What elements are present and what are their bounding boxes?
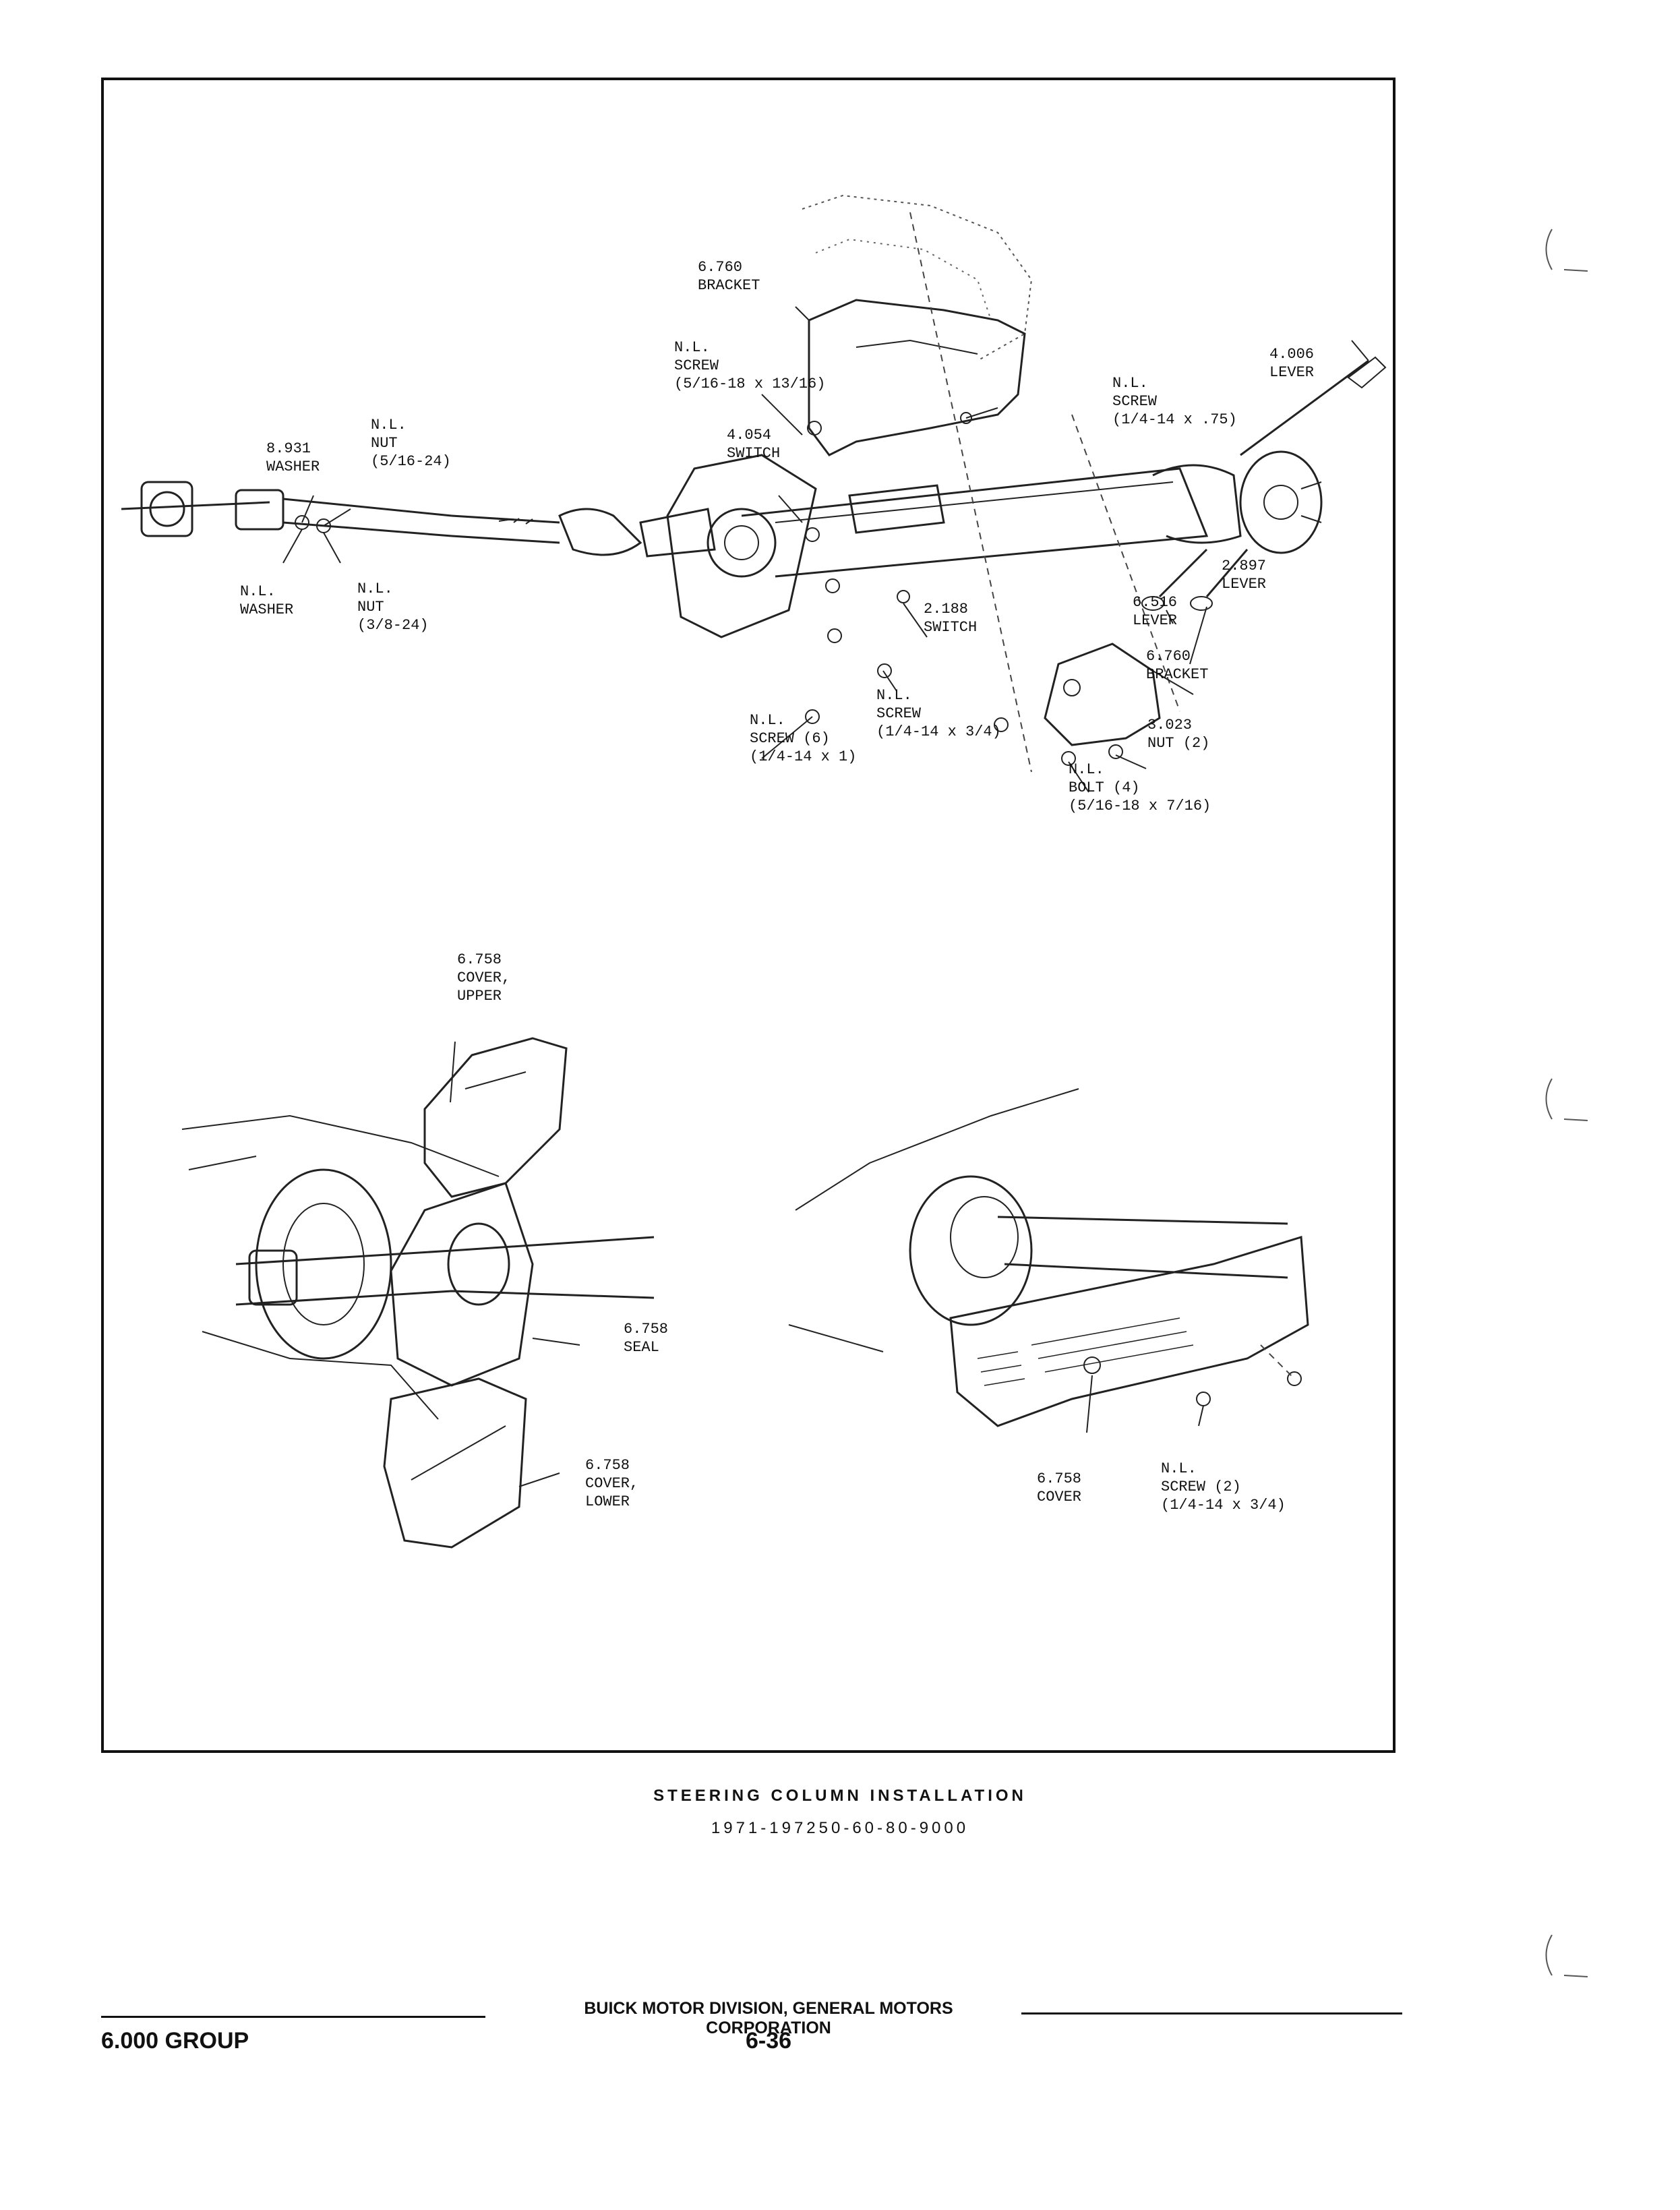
callout-washer-nl: N.L. WASHER	[240, 583, 294, 618]
callout-cover-upper-6758: 6.758 COVER, UPPER	[457, 951, 511, 1005]
binder-hole-mark	[1545, 1934, 1588, 1977]
callout-nut-nl-38-24: N.L. NUT (3/8-24)	[357, 580, 429, 634]
footer-division: BUICK MOTOR DIVISION, GENERAL MOTORS COR…	[584, 1999, 953, 2037]
callout-switch-4054: 4.054 SWITCH	[727, 427, 781, 462]
footer-rule-right	[1021, 2012, 1402, 2014]
callout-screw-nl-14-34: N.L. SCREW (1/4-14 x 3/4)	[876, 687, 1001, 740]
binder-hole-mark	[1545, 229, 1588, 272]
callout-screw-nl-2: N.L. SCREW (2) (1/4-14 x 3/4)	[1161, 1460, 1286, 1514]
callout-cover-lower-6758: 6.758 COVER, LOWER	[585, 1457, 639, 1510]
footer-page-number: 6-36	[745, 2028, 792, 2054]
callout-switch-2188: 2.188 SWITCH	[924, 601, 978, 636]
footer-rule-left	[101, 2016, 485, 2018]
callout-bracket-6760-top: 6.760 BRACKET	[698, 259, 760, 294]
callout-nut-nl-516-24: N.L. NUT (5/16-24)	[371, 417, 451, 470]
top-exploded-view	[121, 194, 1387, 793]
bottom-right-view	[788, 1088, 1309, 1433]
figure-caption-models: 1971-197250-60-80-9000	[711, 1819, 969, 1837]
callout-screw-nl-6: N.L. SCREW (6) (1/4-14 x 1)	[750, 712, 857, 765]
callout-bolt-nl: N.L. BOLT (4) (5/16-18 x 7/16)	[1069, 761, 1211, 814]
steering-column-illustration	[121, 194, 1387, 1549]
callout-nut-3023: 3.023 NUT (2)	[1147, 717, 1210, 752]
callout-bracket-6760-lower: 6.760 BRACKET	[1146, 648, 1209, 683]
illustration-frame	[101, 78, 1396, 1753]
callout-washer-8931: 8.931 WASHER	[266, 440, 320, 475]
callout-screw-nl-14-75: N.L. SCREW (1/4-14 x .75)	[1112, 375, 1237, 428]
callout-seal-6758: 6.758 SEAL	[624, 1321, 669, 1356]
figure-caption-title: STEERING COLUMN INSTALLATION	[653, 1787, 1027, 1805]
callout-screw-nl-516: N.L. SCREW (5/16-18 x 13/16)	[674, 339, 826, 392]
callout-lever-4006: 4.006 LEVER	[1269, 346, 1315, 381]
callout-lever-6516: 6.516 LEVER	[1133, 594, 1178, 629]
callout-lever-2897: 2.897 LEVER	[1222, 558, 1267, 593]
footer-group: 6.000 GROUP	[101, 2028, 249, 2054]
bottom-left-view	[181, 1037, 655, 1549]
binder-hole-mark	[1545, 1078, 1588, 1121]
callout-cover-6758: 6.758 COVER	[1037, 1470, 1082, 1505]
